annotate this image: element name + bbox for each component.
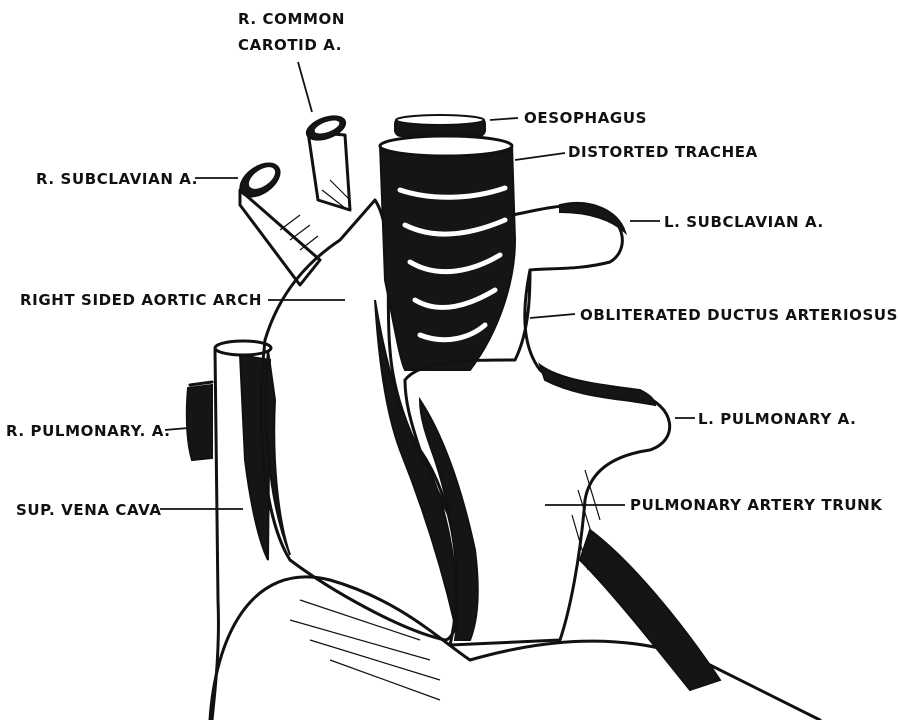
label-right-sided-aortic-arch: RIGHT SIDED AORTIC ARCH bbox=[20, 291, 262, 309]
label-obliterated-ductus: OBLITERATED DUCTUS ARTERIOSUS bbox=[580, 306, 898, 324]
label-r-subclavian: R. SUBCLAVIAN A. bbox=[36, 170, 198, 188]
label-sup-vena-cava: SUP. VENA CAVA bbox=[16, 501, 162, 519]
label-r-common-carotid-line2: CAROTID A. bbox=[238, 36, 342, 54]
distorted-trachea bbox=[380, 136, 515, 370]
label-distorted-trachea: DISTORTED TRACHEA bbox=[568, 143, 758, 161]
label-pulmonary-artery-trunk: PULMONARY ARTERY TRUNK bbox=[630, 496, 883, 514]
label-l-subclavian: L. SUBCLAVIAN A. bbox=[664, 213, 824, 231]
right-pulmonary-artery bbox=[187, 382, 212, 460]
label-l-pulmonary: L. PULMONARY A. bbox=[698, 410, 856, 428]
right-common-carotid-artery bbox=[304, 112, 350, 210]
heart-base bbox=[210, 530, 820, 720]
label-r-common-carotid-line1: R. COMMON bbox=[238, 10, 345, 28]
label-r-pulmonary: R. PULMONARY. A. bbox=[6, 422, 171, 440]
label-oesophagus: OESOPHAGUS bbox=[524, 109, 647, 127]
oesophagus bbox=[395, 115, 485, 136]
left-subclavian-artery bbox=[512, 203, 625, 270]
